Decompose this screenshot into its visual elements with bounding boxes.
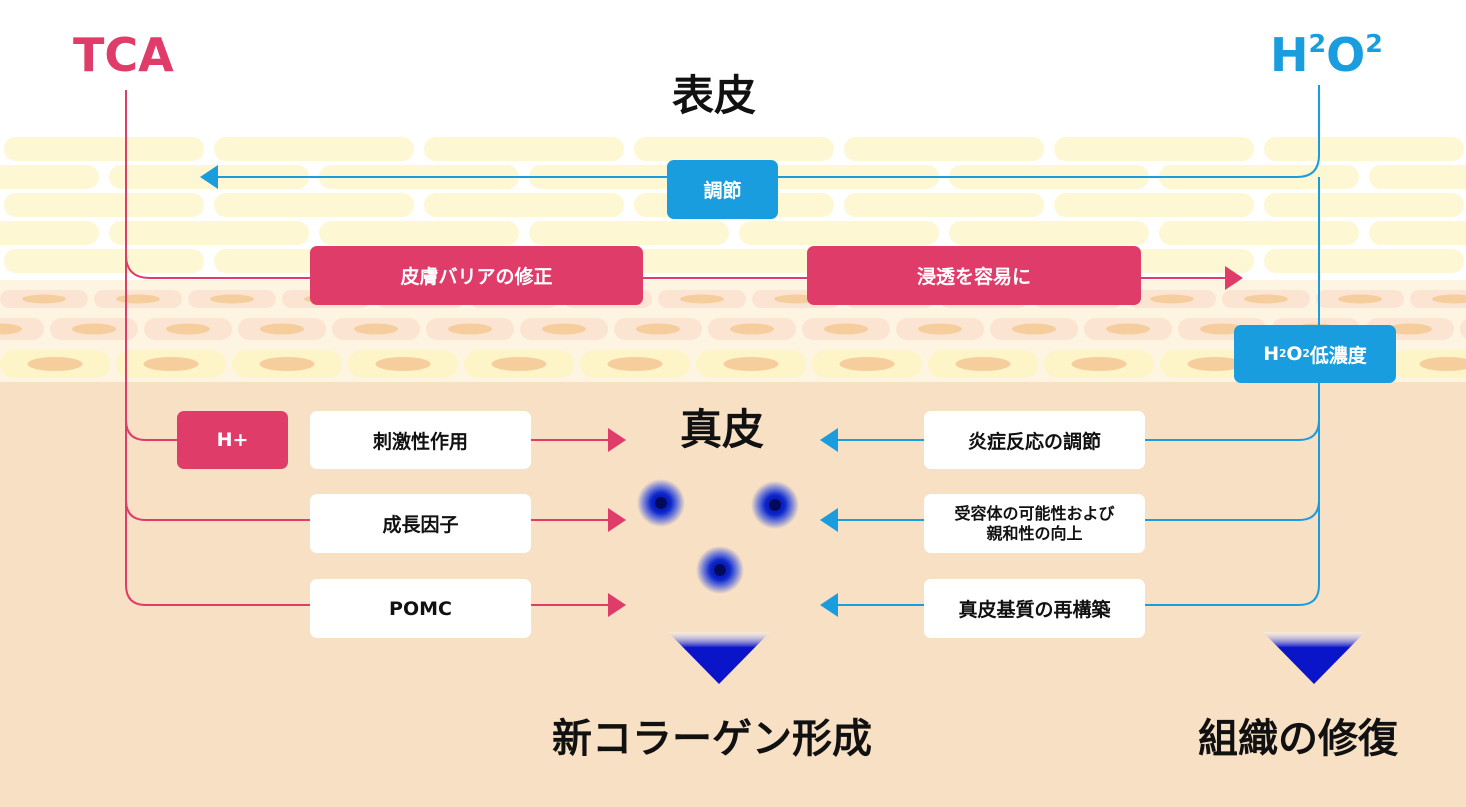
epidermis-brick	[1159, 221, 1359, 245]
cell-nucleus	[730, 323, 774, 335]
cell-nucleus	[354, 323, 398, 335]
epidermis-brick	[1264, 137, 1464, 161]
epidermis-brick	[1054, 193, 1254, 217]
epidermis-brick	[949, 221, 1149, 245]
epidermis-brick	[1264, 193, 1464, 217]
epidermis-brick	[4, 193, 204, 217]
stimulation-box: 刺激性作用	[310, 411, 531, 469]
skin-cell	[1460, 319, 1466, 339]
epidermis-brick	[4, 137, 204, 161]
cell-nucleus	[1432, 294, 1466, 304]
tca-label: TCA	[73, 28, 174, 82]
cell-nucleus	[448, 323, 492, 335]
epidermis-brick	[214, 137, 414, 161]
h2o2-label: H2O2	[1270, 28, 1383, 82]
cell-nucleus	[143, 357, 199, 371]
cell-nucleus	[210, 294, 254, 304]
epidermis-brick	[844, 137, 1044, 161]
epidermis-brick	[0, 165, 99, 189]
cell-nucleus	[72, 323, 116, 335]
epidermis-brick	[1054, 137, 1254, 161]
epidermis-brick	[844, 193, 1044, 217]
cell-nucleus	[22, 294, 66, 304]
collagen-outcome: 新コラーゲン形成	[552, 716, 872, 762]
barrier-repair-box: 皮膚バリアの修正	[310, 246, 643, 305]
cell-nucleus	[1388, 323, 1432, 335]
dermis-title: 真皮	[680, 405, 765, 454]
cell-nucleus	[1244, 294, 1288, 304]
cell-nucleus	[1419, 357, 1466, 371]
h-plus-box: H+	[177, 411, 288, 469]
cell-nucleus	[259, 357, 315, 371]
cell-nucleus	[1200, 323, 1244, 335]
inflammation-box: 炎症反応の調節	[924, 411, 1145, 469]
epidermis-brick	[634, 249, 834, 273]
receptor-line1: 受容体の可能性および	[954, 503, 1115, 523]
cell-nucleus	[1012, 323, 1056, 335]
cell-nucleus	[1338, 294, 1382, 304]
receptor-box: 受容体の可能性および 親和性の向上	[924, 494, 1145, 553]
penetration-box: 浸透を容易に	[807, 246, 1141, 305]
cell-nucleus	[491, 357, 547, 371]
cell-nucleus	[636, 323, 680, 335]
cell-nucleus	[375, 357, 431, 371]
epidermis-brick	[319, 221, 519, 245]
cell-nucleus	[723, 357, 779, 371]
epidermis-brick	[4, 249, 204, 273]
receptor-line2: 親和性の向上	[986, 523, 1083, 543]
epidermis-brick	[109, 221, 309, 245]
tissue-outcome: 組織の修復	[1198, 716, 1398, 762]
cell-nucleus	[607, 357, 663, 371]
epidermis-brick	[634, 137, 834, 161]
cell-nucleus	[918, 323, 962, 335]
epidermis-title: 表皮	[672, 71, 757, 120]
epidermis-brick	[1369, 165, 1466, 189]
epidermis-brick	[424, 193, 624, 217]
cell-nucleus	[1071, 357, 1127, 371]
cell-nucleus	[542, 323, 586, 335]
pomc-box: POMC	[310, 579, 531, 638]
cell-nucleus	[839, 357, 895, 371]
epidermis-brick	[424, 137, 624, 161]
epidermis-brick	[214, 193, 414, 217]
cell-nucleus	[955, 357, 1011, 371]
epidermis-brick	[1369, 221, 1466, 245]
epidermis-brick	[739, 221, 939, 245]
cell-nucleus	[0, 323, 22, 335]
cell-nucleus	[166, 323, 210, 335]
cell-nucleus	[1187, 357, 1243, 371]
epidermis-brick	[1264, 249, 1464, 273]
cell-nucleus	[27, 357, 83, 371]
matrix-box: 真皮基質の再構築	[924, 579, 1145, 638]
cell-nucleus	[1150, 294, 1194, 304]
regulate-box: 調節	[667, 160, 778, 219]
cell-nucleus	[824, 323, 868, 335]
cell-nucleus	[680, 294, 724, 304]
cell-nucleus	[116, 294, 160, 304]
cell-nucleus	[260, 323, 304, 335]
growth-factor-box: 成長因子	[310, 494, 531, 553]
epidermis-brick	[529, 221, 729, 245]
epidermis-brick	[0, 221, 99, 245]
cell-nucleus	[1106, 323, 1150, 335]
